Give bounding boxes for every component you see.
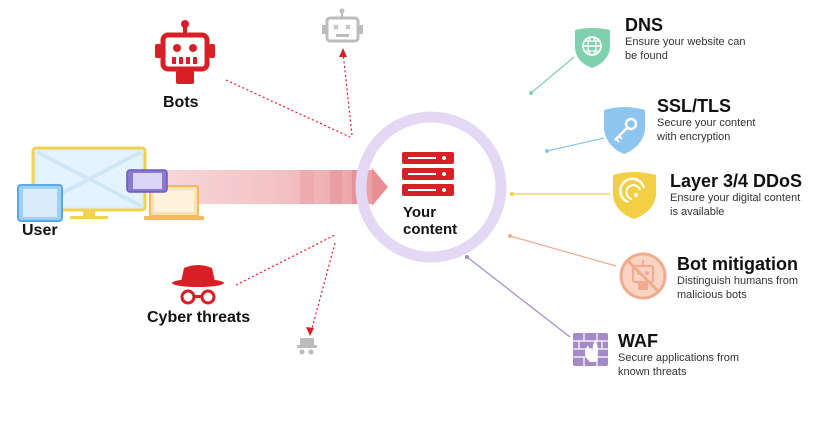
service-description: Secure applications from known threats bbox=[618, 352, 740, 378]
bots-attack-line bbox=[225, 79, 351, 138]
blocked-robot-icon bbox=[322, 8, 363, 43]
service-title: DNS bbox=[625, 15, 664, 35]
service-bot-mitigation: Bot mitigation Distinguish humans from m… bbox=[677, 254, 802, 302]
devices-icon bbox=[17, 146, 204, 222]
cyber-threats-label: Cyber threats bbox=[147, 309, 251, 326]
content-label-line2: content bbox=[403, 221, 458, 238]
service-description: Ensure your website can be found bbox=[625, 36, 746, 62]
service-description: Distinguish humans from malicious bots bbox=[677, 275, 799, 301]
service-ssl-tls: SSL/TLS Secure your content with encrypt… bbox=[657, 96, 767, 144]
cyber-threat-attack-line bbox=[235, 234, 336, 286]
small-spy-icon bbox=[297, 338, 317, 355]
dns-shield-icon bbox=[575, 28, 610, 68]
user-label: User bbox=[22, 222, 58, 239]
service-dns: DNS Ensure your website can be found bbox=[625, 15, 755, 63]
service-ddos: Layer 3/4 DDoS Ensure your digital conte… bbox=[670, 171, 805, 219]
firewall-icon bbox=[573, 333, 608, 366]
arrowhead-up-icon bbox=[339, 48, 347, 57]
arrowhead-down-icon bbox=[306, 327, 314, 336]
service-title: WAF bbox=[618, 331, 658, 351]
attack-lines bbox=[225, 51, 353, 333]
service-connectors bbox=[465, 56, 617, 338]
service-title: Layer 3/4 DDoS bbox=[670, 171, 803, 191]
service-waf: WAF Secure applications from known threa… bbox=[618, 331, 748, 379]
ddos-shield-icon bbox=[613, 172, 656, 219]
blocked-threat-line bbox=[310, 242, 336, 333]
blocked-bot-line bbox=[342, 51, 353, 136]
spy-icon bbox=[172, 265, 224, 305]
bots-label: Bots bbox=[163, 94, 199, 111]
content-label-line1: Your bbox=[403, 204, 437, 221]
key-shield-icon bbox=[604, 107, 645, 154]
server-stack-icon bbox=[402, 152, 454, 196]
service-description: Ensure your digital content is available bbox=[670, 192, 801, 218]
robot-icon bbox=[155, 20, 215, 84]
service-title: Bot mitigation bbox=[677, 254, 798, 274]
bot-mitigation-icon bbox=[619, 252, 667, 300]
content-label: Your content bbox=[403, 204, 457, 238]
service-description: Secure your content with encryption bbox=[657, 117, 756, 143]
content-ring bbox=[355, 111, 507, 263]
service-title: SSL/TLS bbox=[657, 96, 732, 116]
